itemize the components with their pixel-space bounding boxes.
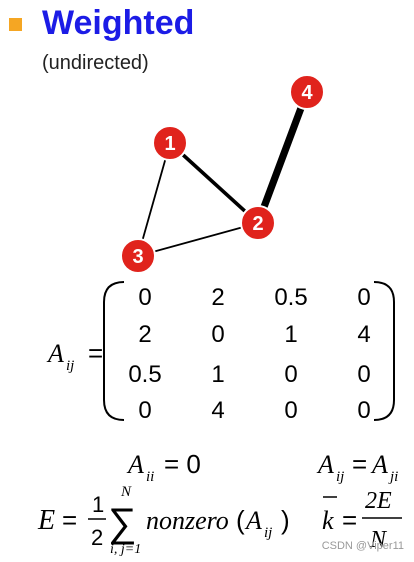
nonzero-subscript: ij bbox=[264, 525, 272, 541]
edge-2-4 bbox=[254, 88, 311, 227]
matrix-right-paren bbox=[373, 281, 395, 421]
sum-lower-limit: i, j=1 bbox=[110, 542, 141, 557]
node-circle bbox=[240, 205, 276, 241]
edge-2-3 bbox=[137, 222, 259, 257]
matrix-cell-1-3: 0.5 bbox=[274, 284, 307, 311]
node-1: 1 bbox=[152, 125, 188, 161]
sigma-symbol: ∑ bbox=[108, 501, 137, 545]
edge-count-equals: = bbox=[62, 505, 77, 535]
sym-A1: A bbox=[316, 450, 334, 479]
matrix-cell-4-3: 0 bbox=[284, 397, 297, 424]
matrix-cell-2-3: 1 bbox=[284, 321, 297, 348]
matrix-cell-1-2: 2 bbox=[211, 284, 224, 311]
edge-count-E: E bbox=[37, 505, 55, 536]
edge-1-3 bbox=[137, 142, 171, 257]
node-circle bbox=[152, 125, 188, 161]
sym-A2: A bbox=[370, 450, 388, 479]
node-2: 2 bbox=[240, 205, 276, 241]
node-label: 4 bbox=[301, 82, 313, 104]
watermark: CSDN @Viper11 bbox=[321, 540, 404, 552]
node-4: 4 bbox=[289, 74, 325, 110]
nonzero-paren-close: ) bbox=[281, 505, 290, 535]
nonzero-paren-open: ( bbox=[236, 505, 245, 535]
sum-upper-limit: N bbox=[120, 484, 132, 500]
sym-subscript-1: ij bbox=[336, 469, 344, 485]
matrix-cells: 0 2 0.5 0 2 0 1 4 0.5 1 0 0 0 4 0 0 bbox=[128, 284, 370, 424]
matrix-cell-2-4: 4 bbox=[357, 321, 370, 348]
matrix-cell-4-1: 0 bbox=[138, 397, 151, 424]
diag-A: A bbox=[126, 450, 144, 479]
mean-degree-denominator: N bbox=[369, 527, 388, 553]
bullet-square-icon bbox=[9, 18, 22, 31]
matrix-equals: = bbox=[88, 338, 103, 368]
matrix-cell-3-4: 0 bbox=[357, 361, 370, 388]
matrix-cell-1-4: 0 bbox=[357, 284, 370, 311]
edge-1-2 bbox=[168, 141, 260, 225]
slide-subtitle: (undirected) bbox=[42, 52, 149, 74]
weighted-graph: 1 2 3 4 bbox=[120, 74, 325, 274]
node-3: 3 bbox=[120, 238, 156, 274]
node-label: 2 bbox=[252, 213, 263, 235]
matrix-cell-3-2: 1 bbox=[211, 361, 224, 388]
mean-degree-numerator: 2E bbox=[365, 488, 392, 514]
sym-equals: = bbox=[352, 449, 367, 479]
half-numerator: 1 bbox=[92, 492, 104, 517]
diag-rhs: = 0 bbox=[164, 449, 201, 479]
matrix-lhs-subscript: ij bbox=[66, 358, 74, 374]
sym-subscript-2: ji bbox=[388, 469, 398, 485]
mean-degree-k: k bbox=[322, 506, 334, 535]
node-label: 1 bbox=[164, 133, 175, 155]
node-circle bbox=[289, 74, 325, 110]
node-label: 3 bbox=[132, 246, 143, 268]
matrix-cell-4-4: 0 bbox=[357, 397, 370, 424]
node-circle bbox=[120, 238, 156, 274]
slide-title: Weighted bbox=[42, 4, 195, 42]
half-denominator: 2 bbox=[91, 525, 103, 550]
nonzero-A: A bbox=[244, 506, 262, 535]
mean-degree-equals: = bbox=[342, 505, 357, 535]
diag-subscript: ii bbox=[146, 469, 154, 485]
matrix-cell-3-3: 0 bbox=[284, 361, 297, 388]
matrix-lhs: A bbox=[46, 339, 64, 368]
nonzero-function: nonzero bbox=[146, 506, 229, 535]
matrix-cell-1-1: 0 bbox=[138, 284, 151, 311]
matrix-cell-4-2: 4 bbox=[211, 397, 224, 424]
matrix-cell-3-1: 0.5 bbox=[128, 361, 161, 388]
matrix-cell-2-2: 0 bbox=[211, 321, 224, 348]
matrix-cell-2-1: 2 bbox=[138, 321, 151, 348]
matrix-left-paren bbox=[103, 281, 125, 421]
